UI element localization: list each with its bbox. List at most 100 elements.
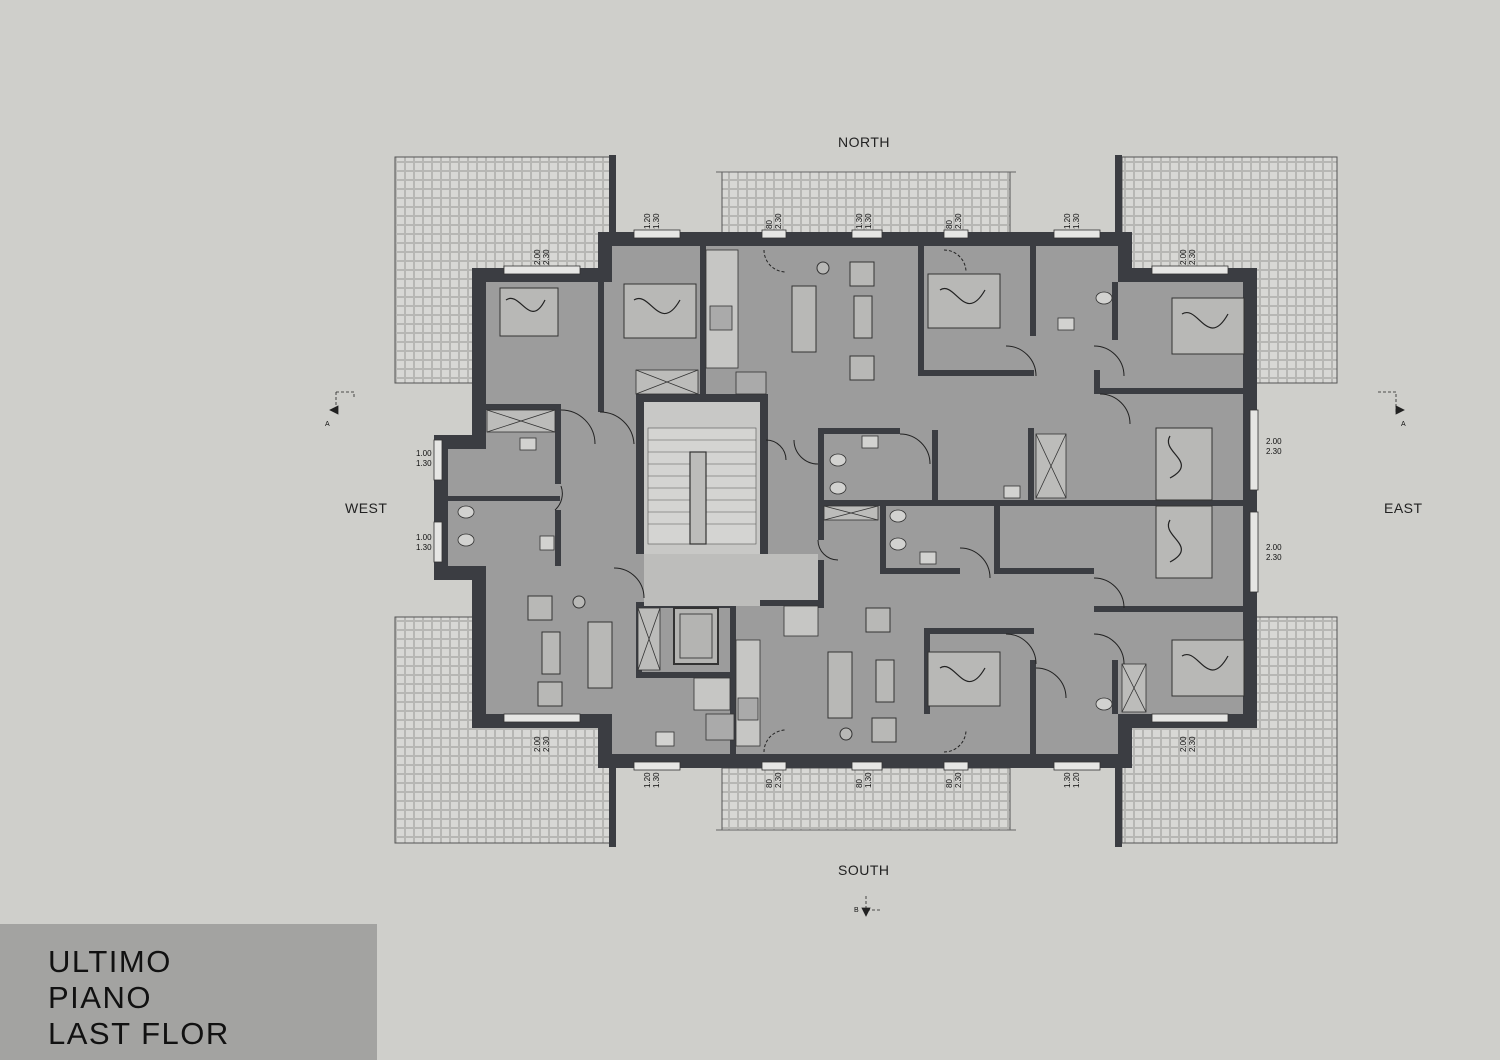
dim-s2-bottom: 2.30 — [774, 772, 783, 788]
dim-ne-top: 2.00 — [1179, 249, 1188, 265]
bathroom-fixtures — [457, 291, 1113, 747]
dim-s4-top: 80 — [945, 779, 954, 788]
toilet — [889, 509, 907, 523]
table — [853, 295, 873, 339]
armchair — [849, 355, 875, 381]
armchair — [865, 607, 891, 633]
sofa — [587, 621, 613, 689]
toilet — [829, 453, 847, 467]
toilet — [889, 537, 907, 551]
bed — [927, 273, 1001, 329]
dim-s4-bottom: 2.30 — [954, 772, 963, 788]
basin — [655, 731, 675, 747]
bed — [1155, 505, 1213, 579]
basin — [1003, 485, 1021, 499]
basin — [519, 437, 537, 451]
compass-east: EAST — [1384, 500, 1423, 516]
armchair — [871, 717, 897, 743]
bed — [1155, 427, 1213, 501]
plant — [816, 261, 830, 275]
dim-n3-top: 1.30 — [855, 213, 864, 229]
stair-core — [644, 402, 760, 554]
dim-n1-bottom: 1.30 — [652, 213, 661, 229]
dim-se-bottom: 2.30 — [1188, 736, 1197, 752]
basin — [861, 435, 879, 449]
dim-n2-bottom: 2.30 — [774, 213, 783, 229]
plant — [839, 727, 853, 741]
table — [541, 631, 561, 675]
sofa — [791, 285, 817, 353]
armchair — [527, 595, 553, 621]
basin — [539, 535, 555, 551]
dim-nw-top: 2.00 — [533, 249, 542, 265]
compass-south: SOUTH — [838, 862, 890, 878]
plant — [572, 595, 586, 609]
toilet — [457, 533, 475, 547]
dim-n1-top: 1.20 — [643, 213, 652, 229]
beds — [499, 273, 1245, 707]
toilet — [1095, 697, 1113, 711]
dim-nw-bottom: 2.30 — [542, 249, 551, 265]
doors — [554, 249, 1131, 753]
dim-w1-bottom: 1.30 — [416, 459, 432, 468]
dim-e2-top: 2.00 — [1266, 543, 1282, 552]
dim-n5-top: 1.20 — [1063, 213, 1072, 229]
dim-n5-bottom: 1.30 — [1072, 213, 1081, 229]
dim-ne-bottom: 2.30 — [1188, 249, 1197, 265]
section-markers — [329, 391, 1405, 917]
shafts — [486, 369, 1147, 713]
dim-sw-top: 2.00 — [533, 736, 542, 752]
section-a-right-label: A — [1401, 421, 1406, 428]
dim-n3-bottom: 1.30 — [864, 213, 873, 229]
toilet — [457, 505, 475, 519]
dim-se-top: 2.00 — [1179, 736, 1188, 752]
bed — [499, 287, 559, 337]
table — [875, 659, 895, 703]
bed — [1171, 639, 1245, 697]
dim-n2-top: 80 — [765, 220, 774, 229]
privacy-walls — [609, 155, 1122, 847]
elevator — [673, 607, 719, 665]
title-line-3: LAST FLOR — [48, 1016, 230, 1051]
dim-n4-bottom: 2.30 — [954, 213, 963, 229]
kitchen-counter — [735, 639, 761, 747]
section-a-left-label: A — [325, 421, 330, 428]
dim-e2-bottom: 2.30 — [1266, 553, 1282, 562]
terrace-north — [721, 171, 1011, 235]
dim-s5-bottom: 1.20 — [1072, 772, 1081, 788]
terrace-south — [721, 767, 1011, 831]
toilet — [829, 481, 847, 495]
toilet — [1095, 291, 1113, 305]
living-furniture — [527, 261, 897, 743]
dim-e1-top: 2.00 — [1266, 437, 1282, 446]
compass-north: NORTH — [838, 134, 891, 150]
title-block: ULTIMO PIANO LAST FLOR — [0, 924, 377, 1060]
armchair — [537, 681, 563, 707]
dim-w2-bottom: 1.30 — [416, 543, 432, 552]
compass-west: WEST — [345, 500, 388, 516]
basin — [1057, 317, 1075, 331]
bed — [1171, 297, 1245, 355]
dim-w1-top: 1.00 — [416, 449, 432, 458]
dim-s3-top: 80 — [855, 779, 864, 788]
basin — [919, 551, 937, 565]
dim-s3-bottom: 1.30 — [864, 772, 873, 788]
dim-n4-top: 80 — [945, 220, 954, 229]
armchair — [849, 261, 875, 287]
stair-landing — [644, 554, 818, 606]
kitchens — [693, 249, 819, 747]
dim-s2-top: 80 — [765, 779, 774, 788]
title-line-2: PIANO — [48, 980, 152, 1015]
interior-walls — [448, 246, 1244, 754]
sofa — [827, 651, 853, 719]
bed — [623, 283, 697, 339]
dim-w2-top: 1.00 — [416, 533, 432, 542]
dim-sw-bottom: 2.30 — [542, 736, 551, 752]
windows — [433, 229, 1259, 771]
section-b-label: B — [854, 907, 859, 914]
bed — [927, 651, 1001, 707]
title-line-1: ULTIMO — [48, 944, 172, 979]
dim-s1-bottom: 1.30 — [652, 772, 661, 788]
